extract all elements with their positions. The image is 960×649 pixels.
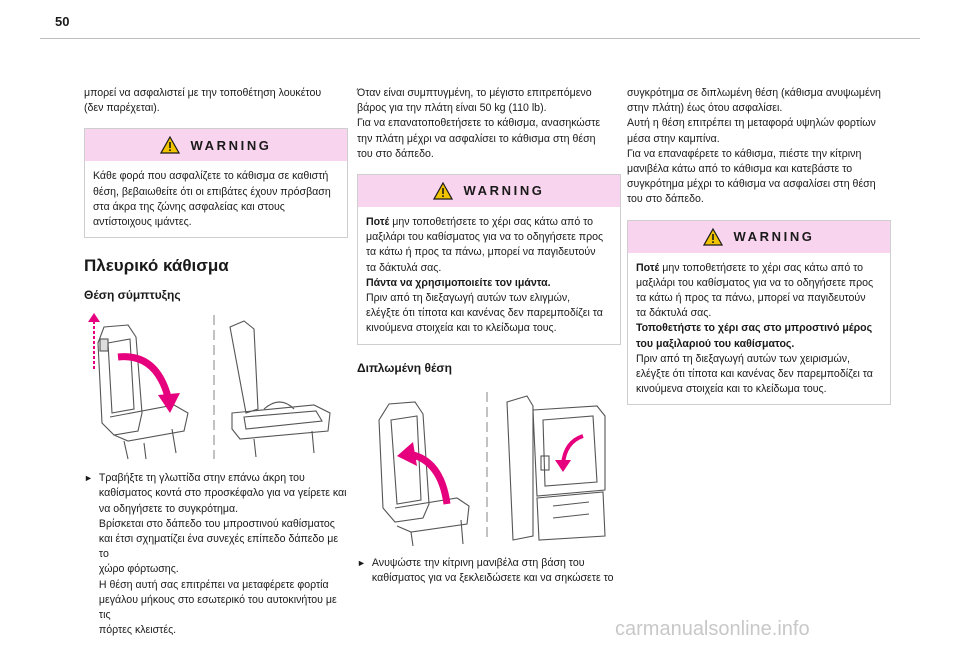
warning-bold: Τοποθετήστε το χέρι σας στο μπροστινό μέ… [636,322,873,350]
triangle-right-icon: ► [84,473,93,484]
sub-title: Θέση σύμπτυξης [84,288,181,303]
warning-header: WARNING [358,175,620,208]
warning-bold: Πάντα να χρησιμοποιείτε τον ιμάντα. [366,276,551,289]
top-rule [40,38,920,39]
warning-triangle-icon [160,136,181,155]
warning-title: WARNING [190,137,272,153]
watermark: carmanualsonline.info [615,618,810,640]
intro-text: συγκρότημα σε διπλωμένη θέση (κάθισμα αν… [627,87,881,206]
triangle-right-icon: ► [357,557,366,568]
warning-box: WARNING Ποτέ μην τοποθετήσετε το χέρι σα… [627,219,891,406]
column-3: συγκρότημα σε διπλωμένη θέση (κάθισμα αν… [627,86,891,417]
step-text: Τραβήξτε τη γλωττίδα στην επάνω άκρη του… [98,472,347,637]
warning-text: Ποτέ μην τοποθετήσετε το χέρι σας κάτω α… [366,215,612,276]
seat-fold-figure [84,313,348,461]
warning-text-2: Πριν από τη διεξαγωγή αυτών των χειρισμώ… [636,352,873,396]
section-title: Πλευρικό κάθισμα [84,256,229,276]
warning-title: WARNING [463,183,545,199]
warning-triangle-icon [703,227,724,246]
step-instruction: ► Τραβήξτε τη γλωττίδα στην επάνω άκρη τ… [84,471,348,638]
warning-lead: Ποτέ [636,261,660,274]
seat-raise-figure [357,386,621,546]
warning-box: WARNING Κάθε φορά που ασφαλίζετε το κάθι… [84,128,348,239]
warning-header: WARNING [85,129,347,162]
warning-header: WARNING [628,220,890,253]
seat-raise-illustration [378,391,606,546]
warning-lead: Ποτέ [366,216,390,229]
warning-text-1: μην τοποθετήσετε το χέρι σας κάτω από το… [366,216,604,274]
intro-text: Όταν είναι συμπτυγμένη, το μέγιστο επιτρ… [357,87,601,160]
warning-title: WARNING [733,229,815,245]
warning-text-1: μην τοποθετήσετε το χέρι σας κάτω από το… [636,261,874,320]
warning-triangle-icon [433,182,454,200]
warning-text: Ποτέ μην τοποθετήσετε το χέρι σας κάτω α… [636,261,882,322]
column-1: μπορεί να ασφαλιστεί με την τοποθέτηση λ… [84,86,348,638]
seat-fold-illustration [88,313,331,460]
page-number: 50 [55,14,70,29]
column-2: Όταν είναι συμπτυγμένη, το μέγιστο επιτρ… [357,86,621,586]
warning-box: WARNING Ποτέ μην τοποθετήσετε το χέρι σα… [357,174,621,345]
warning-text-2: Πριν από τη διεξαγωγή αυτών των ελιγμών,… [366,292,603,335]
step-text: Ανυψώστε την κίτρινη μανιβέλα στη βάση τ… [371,556,614,584]
step-instruction: ► Ανυψώστε την κίτρινη μανιβέλα στη βάση… [357,556,621,586]
intro-text: μπορεί να ασφαλιστεί με την τοποθέτηση λ… [84,87,322,115]
warning-text: Κάθε φορά που ασφαλίζετε το κάθισμα σε κ… [93,170,331,229]
sub-title: Διπλωμένη θέση [357,360,452,375]
